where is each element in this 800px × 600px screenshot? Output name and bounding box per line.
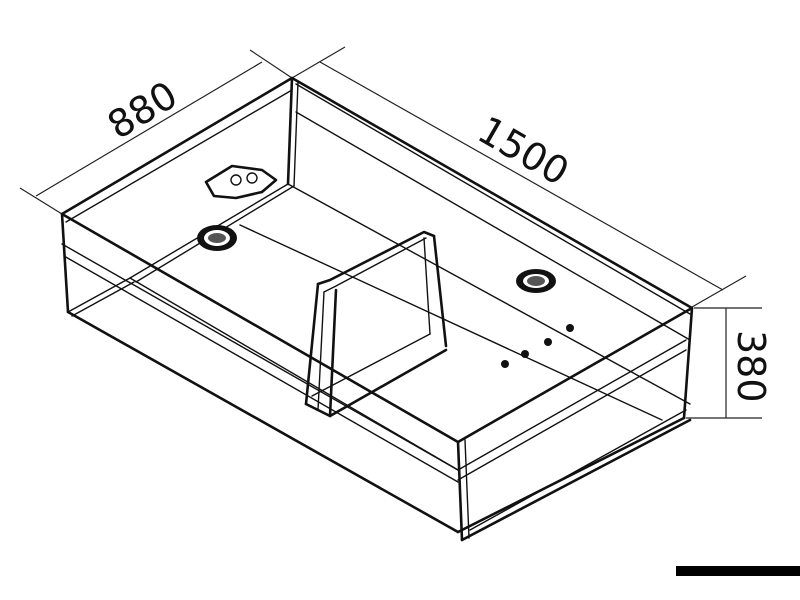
- dimension-380-label: 380: [729, 330, 773, 403]
- sender-port-left: [197, 225, 237, 251]
- tank-body: [60, 76, 694, 542]
- scale-bar: [676, 566, 800, 576]
- dimension-1500-label: 1500: [471, 108, 577, 194]
- fuel-filler-fitting: [204, 164, 278, 200]
- sender-port-right: [516, 269, 556, 293]
- small-fittings: [501, 324, 574, 368]
- dimension-380: 380: [686, 307, 773, 419]
- dimension-880: 880: [19, 49, 293, 215]
- dimension-880-label: 880: [100, 73, 185, 148]
- mounting-bracket-saddle: [304, 230, 448, 418]
- dimension-1500: 1500: [291, 46, 747, 308]
